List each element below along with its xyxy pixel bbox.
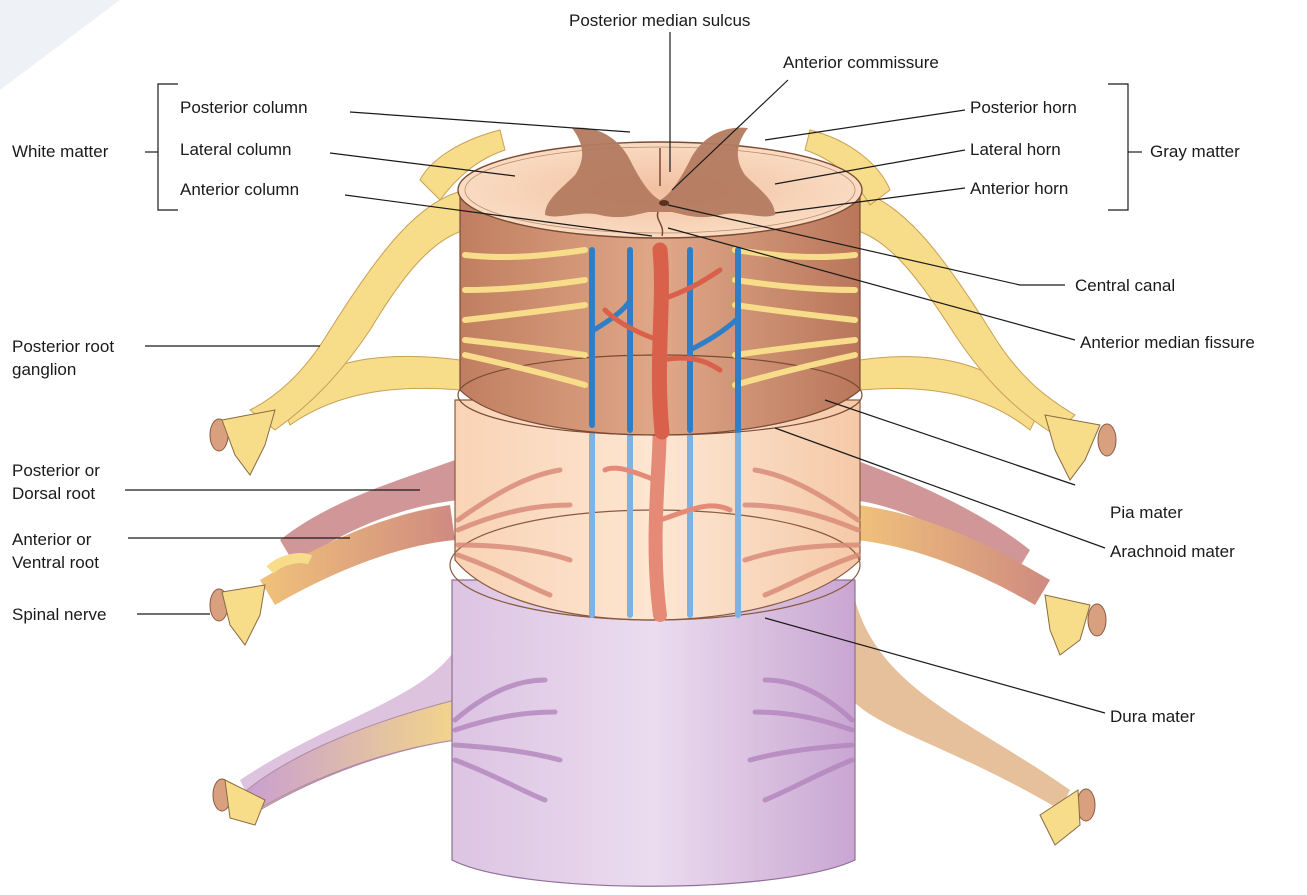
corner-decoration (0, 0, 120, 90)
label-pia-mater: Pia mater (1110, 503, 1183, 522)
label-lateral-column: Lateral column (180, 140, 292, 159)
label-anterior-commissure: Anterior commissure (783, 53, 939, 72)
nerve-end-right-middle (1088, 604, 1106, 636)
label-anterior-column: Anterior column (180, 180, 299, 199)
label-arachnoid-mater: Arachnoid mater (1110, 542, 1235, 561)
label-dura-mater: Dura mater (1110, 707, 1195, 726)
central-canal-dot (659, 200, 669, 206)
label-white-matter: White matter (12, 142, 109, 161)
label-posterior-median-sulcus: Posterior median sulcus (569, 11, 750, 30)
label-dorsal-root-line2: Dorsal root (12, 484, 95, 503)
label-posterior-root-ganglion-line2: ganglion (12, 360, 76, 379)
label-dorsal-root-line1: Posterior or (12, 461, 100, 480)
label-ventral-root-line1: Anterior or (12, 530, 92, 549)
label-anterior-horn: Anterior horn (970, 179, 1068, 198)
label-lateral-horn: Lateral horn (970, 140, 1061, 159)
cross-section (458, 128, 862, 238)
label-gray-matter: Gray matter (1150, 142, 1240, 161)
label-ventral-root-line2: Ventral root (12, 553, 99, 572)
label-posterior-horn: Posterior horn (970, 98, 1077, 117)
nerve-end-right-upper (1098, 424, 1116, 456)
label-central-canal: Central canal (1075, 276, 1175, 295)
label-anterior-median-fissure: Anterior median fissure (1080, 333, 1255, 352)
label-posterior-column: Posterior column (180, 98, 308, 117)
label-posterior-root-ganglion-line1: Posterior root (12, 337, 114, 356)
label-spinal-nerve: Spinal nerve (12, 605, 107, 624)
